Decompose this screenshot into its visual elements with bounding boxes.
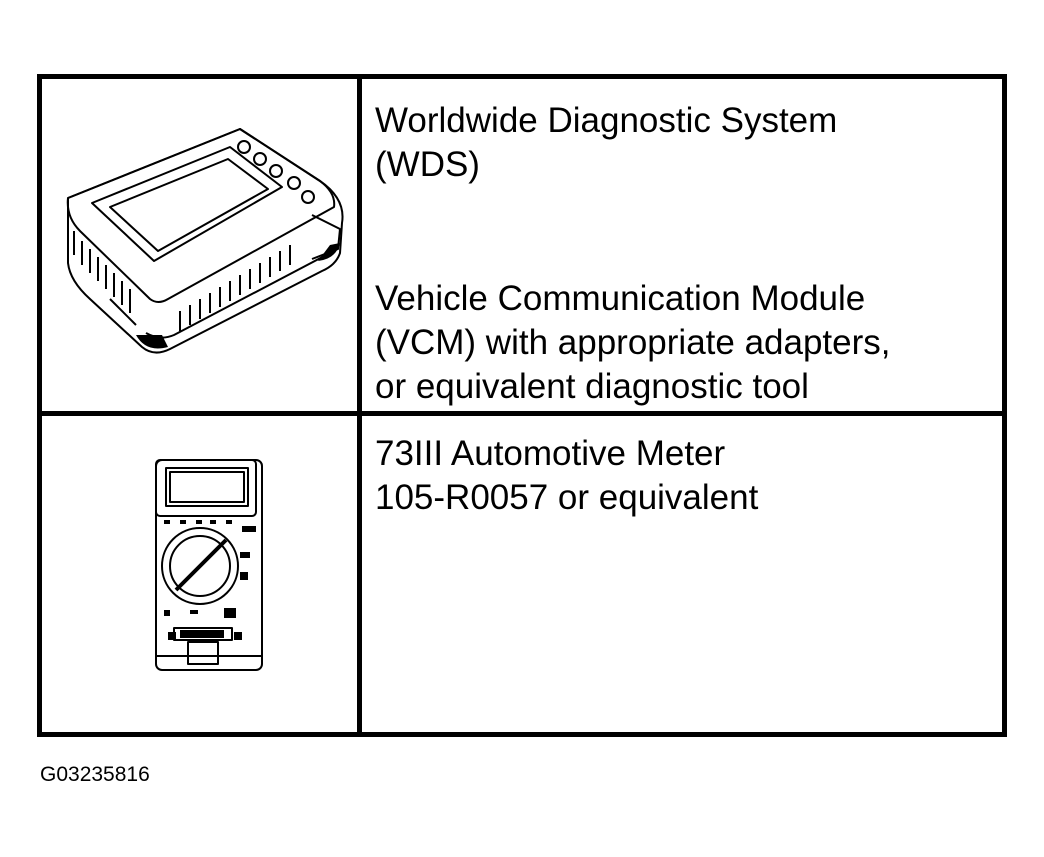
figure-id: G03235816 [40,763,150,786]
tool-description: 73III Automotive Meter 105-R0057 or equi… [362,416,1002,732]
tool-name-line: Vehicle Communication Module [375,279,866,318]
tool-detail-line: or equivalent diagnostic tool [375,367,809,406]
diagnostic-tablet-icon [66,128,344,354]
tool-abbrev-line: (WDS) [375,145,480,184]
tool-description: Worldwide Diagnostic System (WDS) Vehicl… [362,79,1002,411]
tool-image-cell [42,416,362,732]
tool-table: Worldwide Diagnostic System (WDS) Vehicl… [37,74,1007,737]
multimeter-icon [155,459,263,671]
tool-name-line: 73III Automotive Meter [375,434,726,473]
tool-row-wds: Worldwide Diagnostic System (WDS) Vehicl… [42,79,1002,416]
tool-row-meter: 73III Automotive Meter 105-R0057 or equi… [42,416,1002,732]
tool-detail-line: (VCM) with appropriate adapters, [375,323,891,362]
tool-image-cell [42,79,362,411]
tool-name-line: Worldwide Diagnostic System [375,101,838,140]
tool-part-number-line: 105-R0057 or equivalent [375,478,759,517]
